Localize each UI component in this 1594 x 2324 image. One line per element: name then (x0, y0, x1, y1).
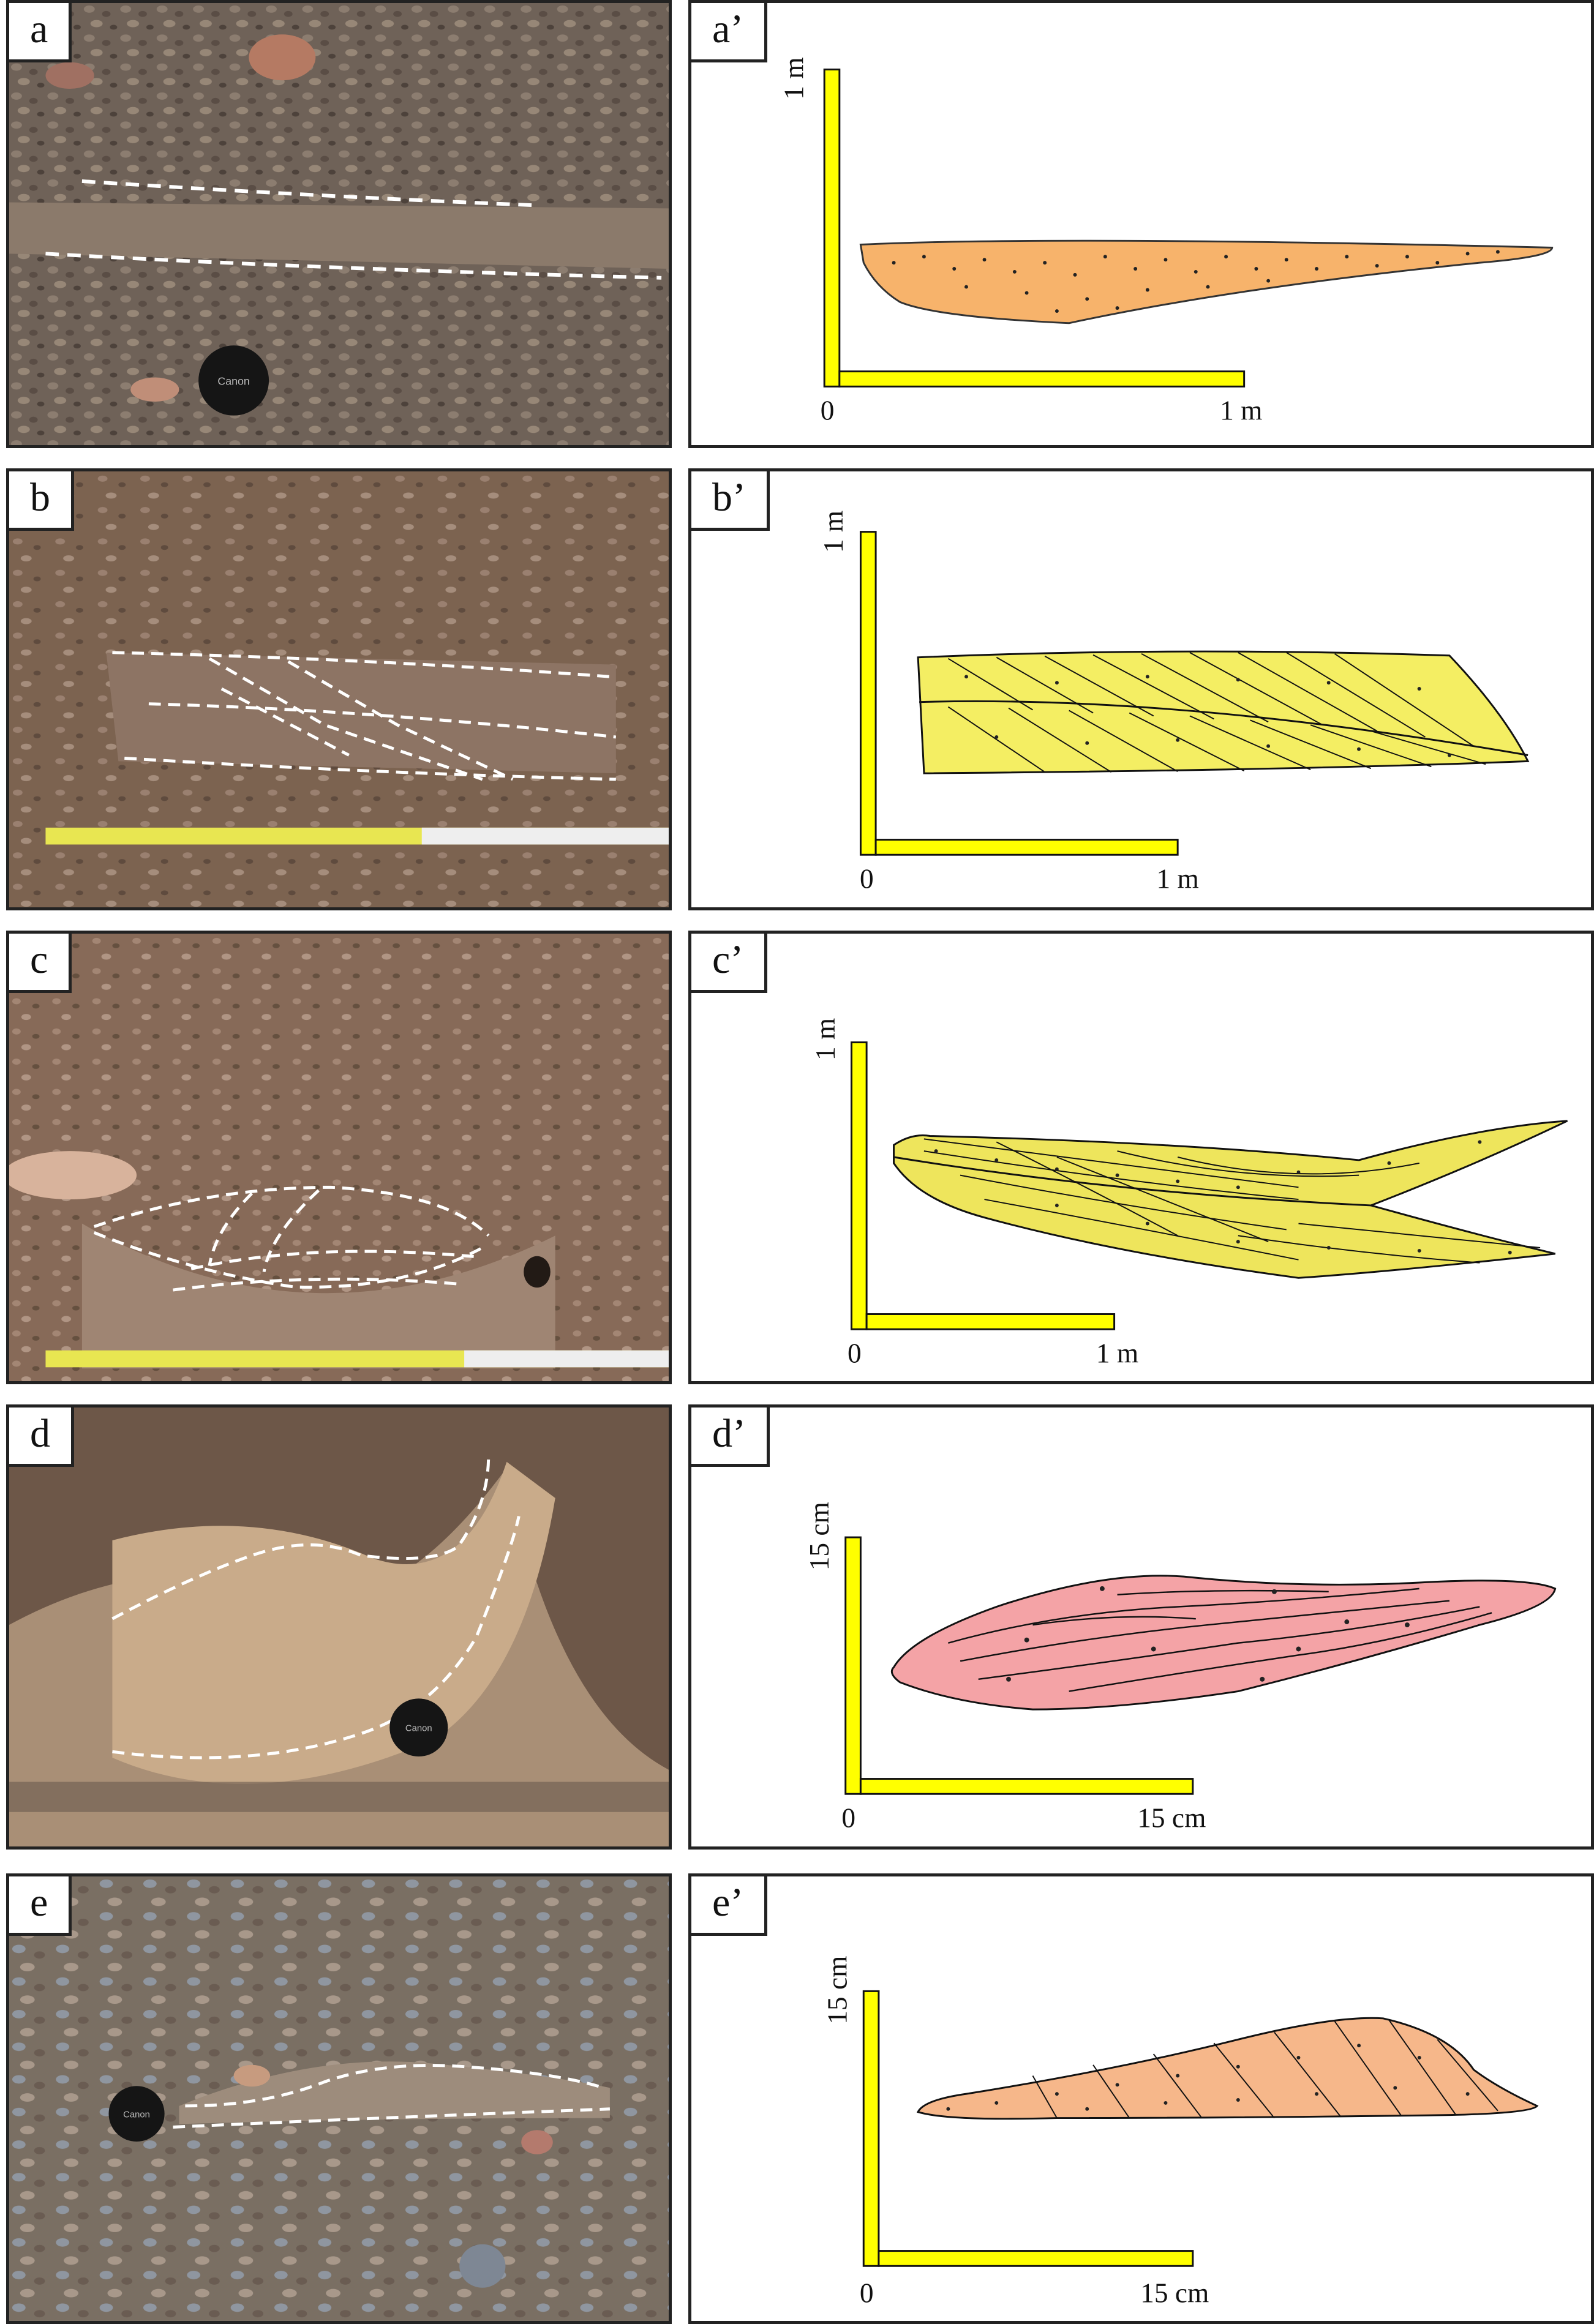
outcrop-photo: Canon (9, 1876, 669, 2321)
grain-dots (964, 675, 1451, 757)
facies-sketch: 15 cm 0 15 cm (822, 1956, 1539, 2308)
dark-band (9, 1782, 669, 1812)
horizontal-scale-label: 1 m (1096, 1338, 1138, 1368)
panel-label: a (9, 3, 72, 62)
panel-label: d’ (691, 1408, 770, 1467)
outcrop-photo (9, 934, 669, 1381)
photo-panel-b: b (6, 468, 672, 910)
cross-bedded-sand-body (917, 650, 1530, 774)
facies-sketch: 1 m 0 1 m (779, 58, 1554, 426)
sand-lens-body (859, 239, 1554, 324)
scale-origin: 0 (821, 395, 835, 426)
boulder (130, 377, 179, 402)
panel-label: c (9, 934, 72, 993)
sand-lens-body (890, 1575, 1557, 1711)
photo-panel-d: d Canon (6, 1404, 672, 1850)
lens-cap (198, 345, 269, 416)
pebble (521, 2130, 553, 2154)
sand-lens (9, 202, 669, 269)
dashed-traces (173, 2064, 610, 2129)
vertical-scale-bar (844, 1536, 862, 1795)
panel-label: b (9, 471, 74, 531)
horizontal-scale-label: 15 cm (1137, 1802, 1206, 1833)
facies-sketch: 1 m 0 1 m (818, 511, 1530, 894)
dashed-trace (45, 252, 662, 280)
dashed-trace (81, 179, 538, 208)
trough-cross-bedded-body (893, 1120, 1568, 1279)
foreset-laminae (919, 651, 1528, 773)
horizontal-scale-label: 15 cm (1140, 2277, 1209, 2308)
sand-lens (106, 652, 616, 774)
cobble (459, 2244, 506, 2288)
burrow-hole (524, 1256, 551, 1288)
boulder (45, 62, 94, 89)
outcrop-photo: Canon (9, 3, 669, 445)
sand-body (112, 1461, 555, 1784)
scale-origin: 0 (848, 1338, 862, 1368)
lens-cap-text: Canon (217, 375, 250, 387)
photo-panel-e: e Canon (6, 1873, 672, 2324)
measuring-tape-white (421, 827, 669, 845)
grain-dots (1006, 1586, 1410, 1682)
lens-cap-text: Canon (123, 2110, 150, 2120)
horizontal-scale-label: 1 m (1220, 395, 1262, 426)
dashed-traces (93, 1185, 490, 1292)
vertical-scale-label: 1 m (779, 58, 810, 100)
photo-panel-a: a Canon (6, 0, 672, 448)
sketch-panel-c: c’ 1 m 0 1 m (688, 931, 1594, 1384)
boulder (249, 34, 316, 81)
sand-lens (179, 2061, 610, 2124)
panel-label: a’ (691, 3, 768, 62)
panel-label: c’ (691, 934, 768, 993)
sketch-panel-d: d’ 15 cm 0 15 cm (688, 1404, 1594, 1850)
horizontal-scale-bar (859, 1778, 1194, 1795)
sketch-panel-e: e’ 15 cm 0 15 cm (688, 1873, 1594, 2324)
horizontal-scale-label: 1 m (1157, 863, 1199, 894)
scale-origin: 0 (860, 863, 874, 894)
photo-panel-c: c (6, 931, 672, 1384)
panel-label: e (9, 1876, 72, 1936)
pale-clast (9, 1151, 137, 1200)
measuring-tape-white (464, 1350, 669, 1368)
horizontal-scale-bar (874, 839, 1179, 856)
panel-label: b’ (691, 471, 770, 531)
horizontal-scale-bar (838, 370, 1246, 388)
vertical-scale-label: 15 cm (804, 1502, 835, 1570)
cross-laminae (893, 1138, 1541, 1264)
scale-origin: 0 (841, 1802, 855, 1833)
facies-sketch: 15 cm 0 15 cm (804, 1502, 1557, 1833)
horizontal-scale-bar (865, 1313, 1116, 1330)
vertical-scale-label: 1 m (810, 1018, 841, 1060)
facies-sketch: 1 m 0 1 m (810, 1018, 1568, 1368)
vertical-scale-bar (823, 69, 841, 388)
vertical-scale-label: 1 m (818, 511, 849, 553)
sketch-panel-b: b’ 1 m 0 1 m (688, 468, 1594, 910)
outcrop-photo (9, 471, 669, 907)
outcrop-photo: Canon (9, 1408, 669, 1846)
horizontal-scale-bar (878, 2250, 1194, 2267)
sketch-panel-a: a’ 1 m 0 1 m (688, 0, 1594, 448)
vertical-scale-bar (862, 1990, 880, 2267)
panel-label: e’ (691, 1876, 768, 1936)
dashed-traces (112, 651, 617, 781)
vertical-scale-bar (850, 1041, 868, 1330)
grain-dots (892, 250, 1500, 313)
grain-dots (946, 2044, 1470, 2111)
sand-lens-body (916, 2017, 1539, 2120)
foreset-laminae (1032, 2020, 1498, 2119)
sand-lens (81, 1223, 555, 1369)
panel-label: d (9, 1408, 74, 1467)
vertical-scale-bar (859, 531, 877, 856)
vertical-scale-label: 15 cm (822, 1956, 853, 2025)
pebble (233, 2064, 271, 2087)
grain-dots (934, 1140, 1512, 1254)
lens-cap-text: Canon (405, 1724, 432, 1734)
laminae (948, 1587, 1492, 1692)
lens-cap (108, 2086, 165, 2142)
lens-cap (389, 1698, 448, 1757)
scale-origin: 0 (860, 2277, 874, 2308)
